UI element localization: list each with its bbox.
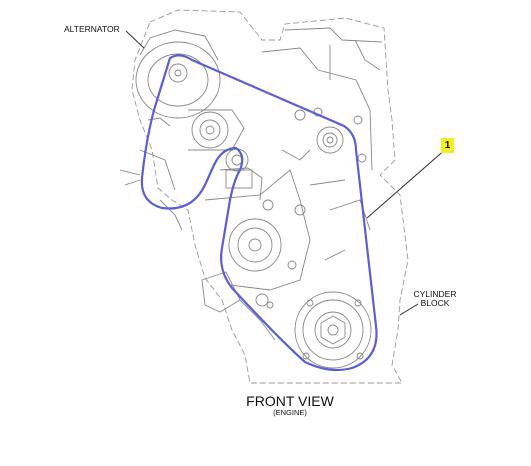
callout-number: 1 — [444, 140, 451, 151]
idler-pulley — [188, 109, 245, 151]
callout-badge: 1 — [441, 138, 454, 153]
callout-leader-line — [366, 147, 448, 219]
drive-belt — [140, 54, 378, 372]
water-pump — [204, 167, 311, 291]
alternator-label: ALTERNATOR — [64, 24, 120, 34]
crankshaft-pulley — [294, 291, 372, 369]
cylinder-block-label-line2: BLOCK — [420, 298, 450, 309]
alternator-leader-line — [125, 30, 145, 49]
alternator — [135, 29, 221, 127]
engine-outline — [131, 9, 409, 384]
cylinder-block-label-line1: CYLINDER — [413, 289, 457, 299]
engine-detail-lines — [119, 39, 381, 261]
cylinder-block-label: CYLINDER BLOCK — [410, 289, 460, 309]
view-title: FRONT VIEW — [246, 393, 334, 409]
view-subtitle: (ENGINE) — [273, 408, 307, 417]
oil-filter — [201, 271, 276, 341]
cylinder-block-leader-line — [399, 303, 419, 316]
